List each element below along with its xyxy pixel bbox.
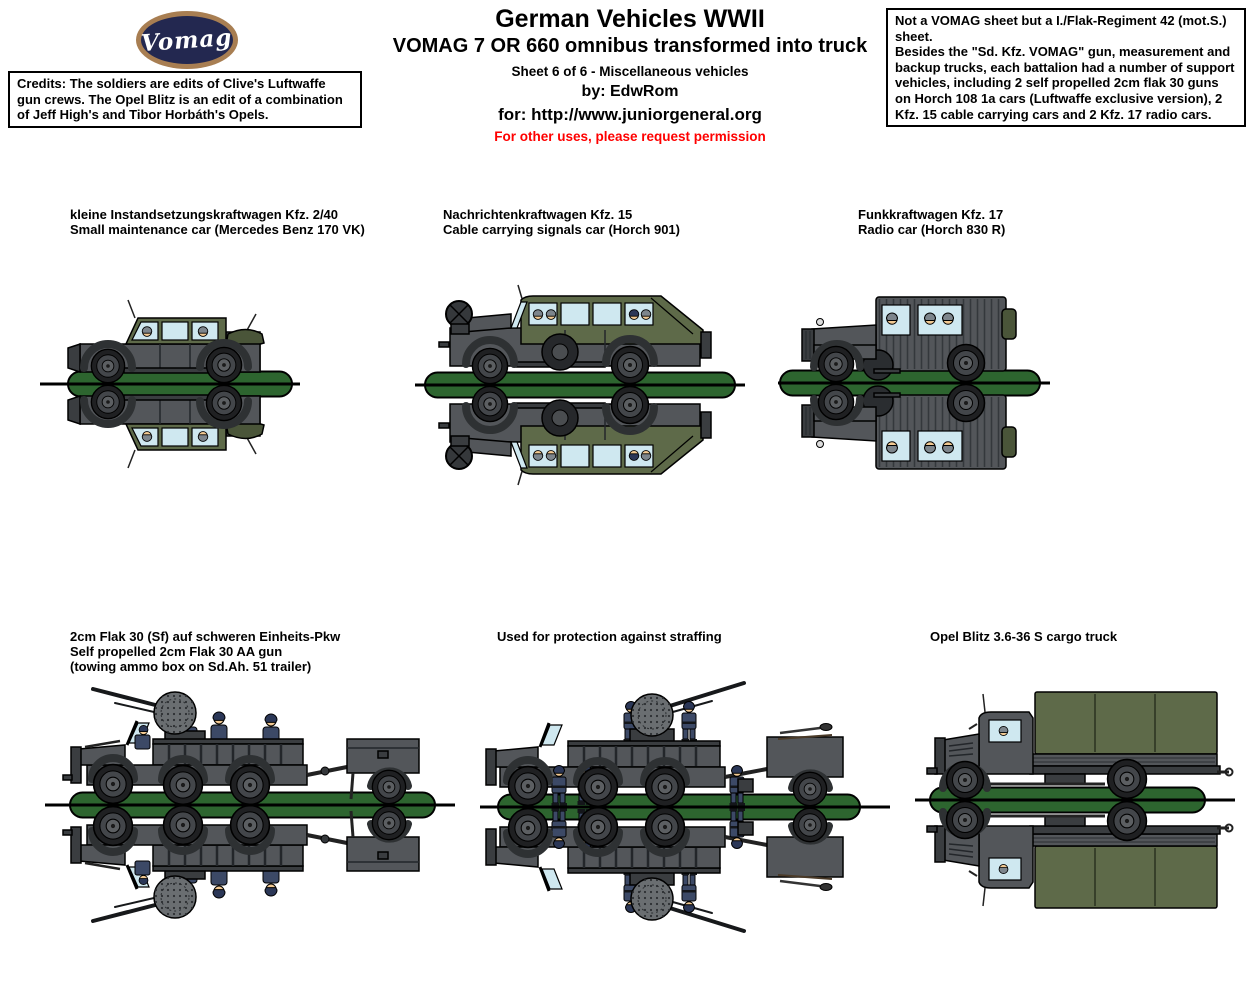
vehicle-figure-opel-blitz xyxy=(915,691,1235,914)
label-line: Self propelled 2cm Flak 30 AA gun xyxy=(70,644,283,660)
vehicle-kfz-2-40-side xyxy=(67,299,265,384)
vehicle-opel-blitz-reflection xyxy=(927,802,1233,909)
label-line: 2cm Flak 30 (Sf) auf schweren Einheits-P… xyxy=(70,629,341,644)
label-line: Cable carrying signals car (Horch 901) xyxy=(443,222,680,238)
author-line: by: EdwRom xyxy=(581,82,679,100)
page-title: German Vehicles WWII xyxy=(495,5,765,33)
label-line: (towing ammo box on Sd.Ah. 51 trailer) xyxy=(70,659,312,675)
label-line: kleine Instandsetzungskraftwagen Kfz. 2/… xyxy=(70,207,339,222)
label-flak-30-sf: 2cm Flak 30 (Sf) auf schweren Einheits-P… xyxy=(70,629,340,675)
vehicle-kfz-15-reflection xyxy=(439,386,711,485)
vehicle-kfz-15-side xyxy=(438,284,712,385)
label-line: Opel Blitz 3.6-36 S cargo truck xyxy=(930,629,1118,644)
vehicle-figure-kfz-2-40 xyxy=(40,299,300,480)
label-line: Small maintenance car (Mercedes Benz 170… xyxy=(70,222,365,238)
note-paragraph-2: Besides the "Sd. Kfz. VOMAG" gun, measur… xyxy=(895,44,1235,122)
vehicle-figure-kfz-17 xyxy=(778,296,1050,485)
website-line: for: http://www.juniorgeneral.org xyxy=(498,104,762,124)
credits-text: Credits: The soldiers are edits of Clive… xyxy=(17,76,343,123)
page-subtitle: VOMAG 7 OR 660 omnibus transformed into … xyxy=(392,34,868,57)
label-kfz-2-40: kleine Instandsetzungskraftwagen Kfz. 2/… xyxy=(70,207,365,237)
vomag-logo-inner: Vomag xyxy=(140,16,234,64)
vehicle-flak-30-sf-side xyxy=(62,687,420,806)
title-block: German Vehicles WWII VOMAG 7 OR 660 omni… xyxy=(320,5,940,144)
vehicle-kfz-2-40-reflection xyxy=(68,385,264,468)
sheet-number-line: Sheet 6 of 6 - Miscellaneous vehicles xyxy=(511,63,749,79)
vehicle-kfz-17-side xyxy=(801,296,1017,383)
note-paragraph-1: Not a VOMAG sheet but a I./Flak-Regiment… xyxy=(895,13,1227,44)
vehicle-figure-flak-30-firing xyxy=(480,681,890,939)
vehicle-opel-blitz-side xyxy=(926,691,1234,800)
vehicle-kfz-17-reflection xyxy=(802,384,1016,469)
label-kfz-15: Nachrichtenkraftwagen Kfz. 15 Cable carr… xyxy=(443,207,680,237)
vehicle-flak-30-sf-reflection xyxy=(63,806,419,921)
vehicle-flak-30-firing-reflection xyxy=(486,807,843,931)
credits-box: Credits: The soldiers are edits of Clive… xyxy=(8,71,362,128)
vomag-logo-text: Vomag xyxy=(140,23,234,57)
label-line: Radio car (Horch 830 R) xyxy=(858,222,1006,238)
vehicle-figure-kfz-15 xyxy=(415,284,745,490)
permission-line: For other uses, please request permissio… xyxy=(494,128,766,144)
label-line: Nachrichtenkraftwagen Kfz. 15 xyxy=(443,207,633,222)
label-flak-30-firing: Used for protection against straffing xyxy=(497,629,722,644)
label-opel-blitz: Opel Blitz 3.6-36 S cargo truck xyxy=(930,629,1117,644)
vehicle-flak-30-firing-side xyxy=(485,681,844,808)
vomag-logo: Vomag xyxy=(136,11,238,69)
vehicle-figure-flak-30-sf xyxy=(45,687,455,925)
note-box: Not a VOMAG sheet but a I./Flak-Regiment… xyxy=(886,8,1246,128)
label-line: Funkkraftwagen Kfz. 17 xyxy=(858,207,1004,222)
label-line: Used for protection against straffing xyxy=(497,629,722,644)
label-kfz-17: Funkkraftwagen Kfz. 17 Radio car (Horch … xyxy=(858,207,1005,237)
